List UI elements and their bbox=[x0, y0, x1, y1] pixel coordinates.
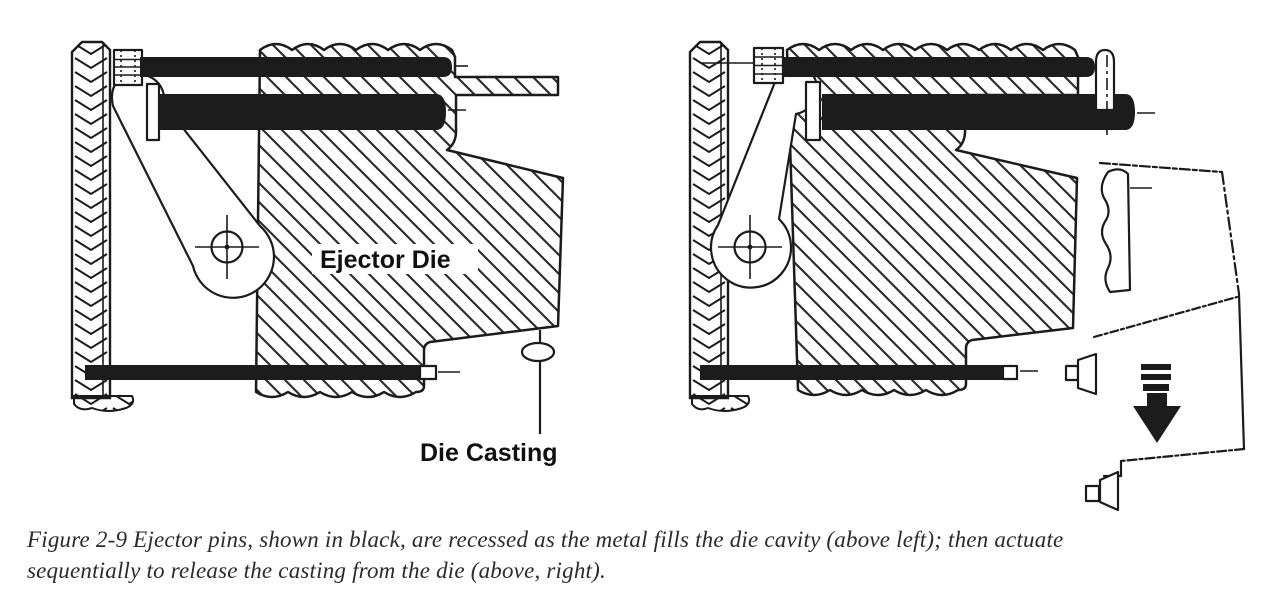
ejector-die-block bbox=[785, 42, 1080, 397]
label-background bbox=[312, 244, 478, 274]
figure-caption: Figure 2-9 Ejector pins, shown in black,… bbox=[27, 524, 1262, 586]
ejector-pin-top bbox=[140, 57, 452, 77]
plate-foot bbox=[691, 395, 751, 412]
ejector-die-block bbox=[254, 42, 565, 399]
ejector-pin-top bbox=[783, 57, 1095, 77]
figure-caption-line-1: Figure 2-9 Ejector pins, shown in black,… bbox=[27, 527, 1064, 552]
pin-tip bbox=[418, 364, 438, 381]
ejector-die-label: Ejector Die bbox=[320, 246, 451, 274]
ejector-pin-middle bbox=[822, 94, 1135, 130]
right-panel-die-ejecting bbox=[688, 40, 1246, 512]
support-plate bbox=[70, 40, 112, 400]
pin-tip bbox=[1001, 364, 1019, 381]
ejector-pin-bottom bbox=[700, 365, 1003, 380]
die-casting-sliver bbox=[520, 341, 556, 363]
plate-foot bbox=[73, 395, 135, 412]
die-casting-label: Die Casting bbox=[420, 439, 558, 467]
pin-flange bbox=[804, 80, 822, 142]
left-panel-die-closed: Ejector Die Die Casting bbox=[70, 40, 565, 467]
pin-flange bbox=[145, 82, 161, 142]
ejector-pin-middle bbox=[159, 94, 446, 130]
figure-caption-line-2: sequentially to release the casting from… bbox=[27, 558, 606, 583]
ejected-die-casting bbox=[1064, 48, 1246, 512]
support-plate bbox=[688, 40, 730, 400]
down-arrow-icon bbox=[1133, 364, 1181, 443]
ejector-pin-bottom bbox=[85, 365, 420, 380]
